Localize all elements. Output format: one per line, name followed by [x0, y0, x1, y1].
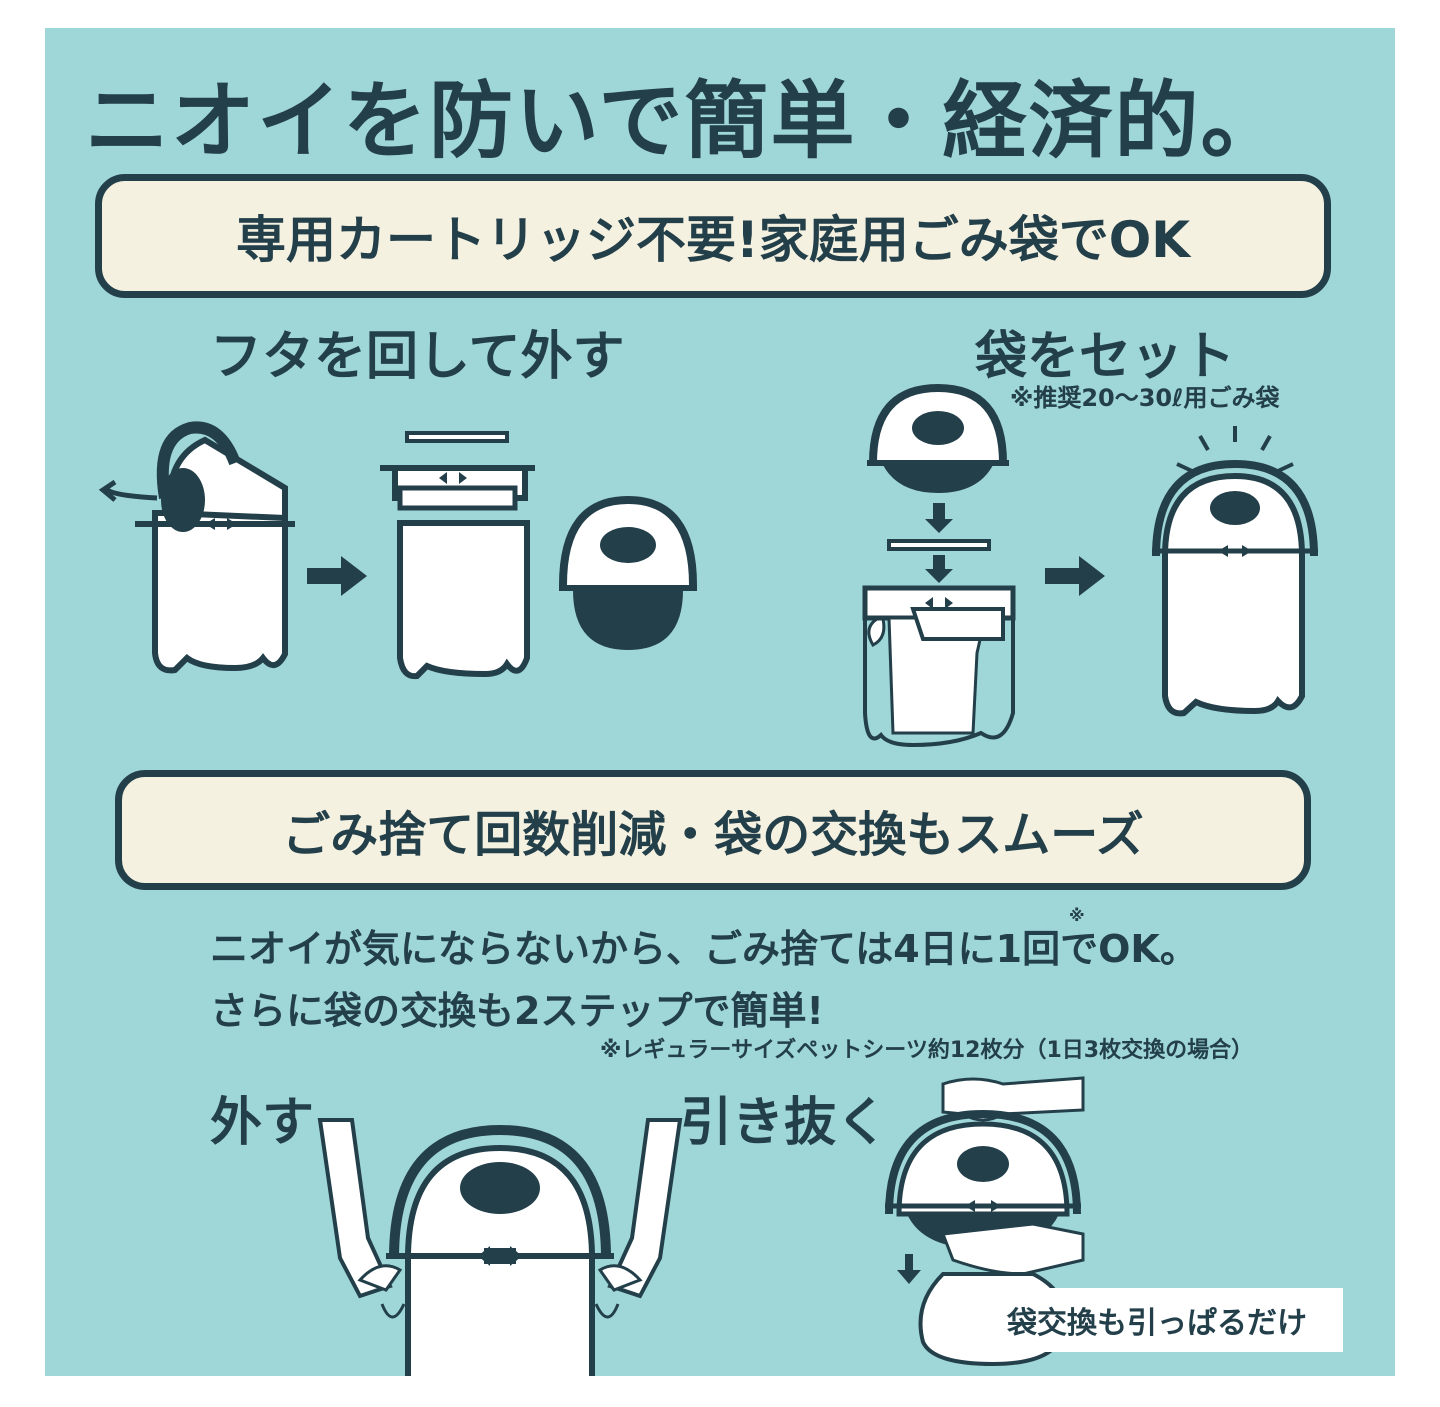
- step-pull-out-heading: 引き抜く: [680, 1093, 889, 1153]
- banner-fewer-trips: ごみ捨て回数削減・袋の交換もスムーズ: [115, 770, 1311, 890]
- step-take-off-heading: 外す: [210, 1093, 315, 1153]
- pull-caption-text: 袋交換も引っぱるだけ: [1007, 1306, 1307, 1341]
- bag-size-note: ※推奨20〜30ℓ用ごみ袋: [1010, 384, 1280, 412]
- step-remove-lid-heading: フタを回して外す: [210, 327, 625, 387]
- set-bag-illustration: [862, 383, 1016, 748]
- infographic-panel: ニオイを防いで簡単・経済的。 専用カートリッジ不要!家庭用ごみ袋でOK フタを回…: [45, 28, 1395, 1376]
- description-line-1: ニオイが気にならないから、ごみ捨ては4日に1回でOK。: [210, 927, 1198, 971]
- remove-lid-hands-illustration: [317, 1118, 683, 1376]
- description-footnote: ※レギュラーサイズペットシーツ約12枚分（1日3枚交換の場合）: [600, 1038, 1254, 1063]
- arrow-right-icon: [307, 556, 367, 596]
- description-footnote-mark: ※: [1069, 906, 1085, 925]
- arrow-right-icon: [1045, 556, 1105, 596]
- banner-fewer-trips-text: ごみ捨て回数削減・袋の交換もスムーズ: [282, 807, 1144, 863]
- banner-no-cartridge: 専用カートリッジ不要!家庭用ごみ袋でOK: [95, 174, 1331, 298]
- description-line-2: さらに袋の交換も2ステップで簡単!: [210, 989, 824, 1033]
- banner-no-cartridge-text: 専用カートリッジ不要!家庭用ごみ袋でOK: [235, 211, 1191, 269]
- step-set-bag-heading: 袋をセット: [975, 327, 1236, 387]
- removed-lid-illustration: [559, 495, 697, 650]
- bin-separated-parts-illustration: [380, 431, 535, 680]
- assembled-bin-illustration: [1152, 426, 1318, 717]
- bin-twist-lid-illustration: [98, 421, 295, 674]
- page-title: ニオイを防いで簡単・経済的。: [85, 72, 1287, 170]
- pull-caption-tag: 袋交換も引っぱるだけ: [971, 1288, 1343, 1352]
